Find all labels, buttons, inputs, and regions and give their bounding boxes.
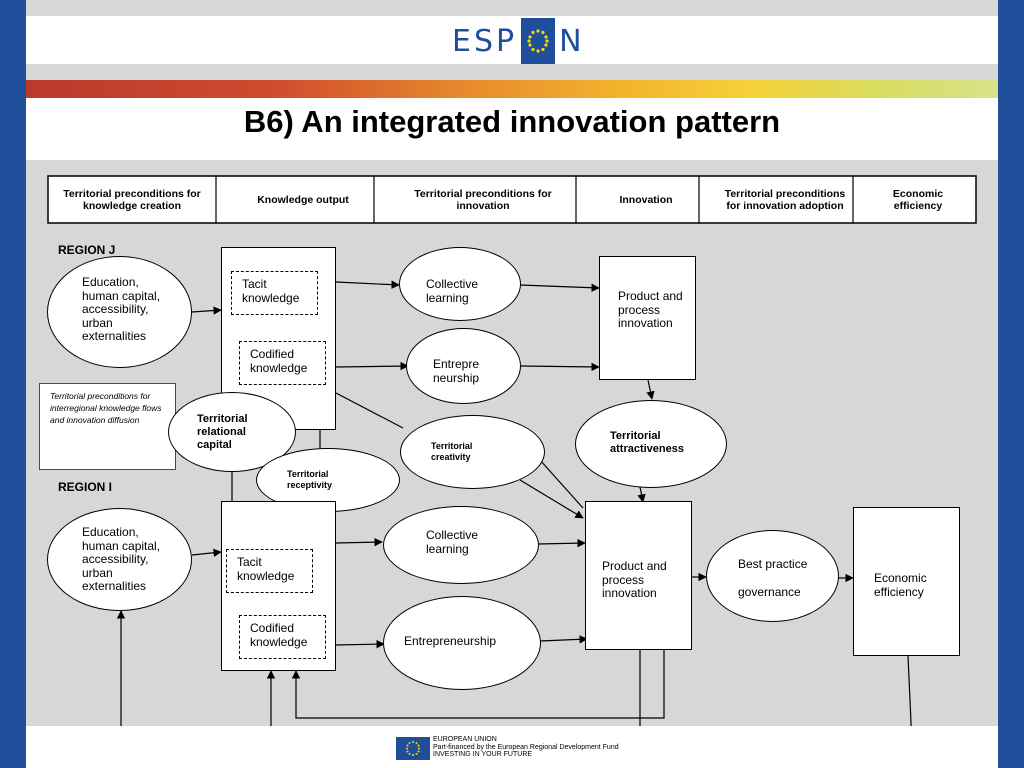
header-col-adoption: Territorial preconditions for innovation… — [724, 187, 846, 212]
region-i-entrepreneurship-node — [383, 596, 541, 690]
region-i-education-text: Education, human capital, accessibility,… — [82, 525, 161, 593]
region-i-tacit-node — [226, 549, 313, 593]
header-col-knowledge-creation: Territorial preconditions for knowledge … — [63, 187, 201, 212]
espon-logo: ESP N — [452, 18, 585, 64]
header-col-innovation-preconditions: Territorial preconditions for innovation — [414, 187, 552, 212]
region-i-label: REGION I — [58, 480, 113, 494]
header-table — [47, 175, 977, 224]
economic-efficiency-node — [853, 507, 960, 656]
region-j-label: REGION J — [58, 243, 116, 257]
interregional-note-box — [39, 383, 176, 470]
region-j-attractiveness-text: Territorial attractiveness — [610, 430, 684, 455]
creativity-text: Territorial creativity — [431, 441, 473, 462]
map-strip — [26, 80, 998, 98]
logo-bar — [26, 16, 998, 64]
region-i-tacit-text: Tacit knowledge — [237, 555, 295, 583]
footer-band — [26, 726, 998, 768]
logo-text-right: N — [559, 23, 585, 59]
region-j-collective-node — [399, 247, 521, 321]
eu-flag-icon — [396, 737, 430, 760]
region-j-attractiveness-node — [575, 400, 727, 488]
eu-line-1: EUROPEAN UNION — [433, 736, 497, 743]
region-j-product-node — [599, 256, 696, 380]
region-j-entrepreneurship-node — [406, 328, 521, 404]
best-practice-text: Best practice — [738, 557, 808, 571]
region-i-product-node — [585, 501, 692, 650]
region-j-education-node — [47, 256, 192, 368]
header-col-knowledge-output: Knowledge output — [257, 193, 349, 206]
header-col-economic: Economic efficiency — [892, 187, 944, 212]
page-title: B6) An integrated innovation pattern — [243, 104, 781, 139]
creativity-node — [400, 415, 545, 489]
right-frame-bar — [998, 0, 1024, 768]
region-j-codified-text: Codified knowledge — [250, 347, 308, 375]
region-j-collective-text: Collective learning — [426, 277, 479, 305]
eu-funding-text: EUROPEAN UNION Part-financed by the Euro… — [433, 736, 619, 759]
best-practice-node — [706, 530, 839, 622]
left-frame-bar — [0, 0, 26, 768]
region-j-codified-node — [239, 341, 326, 385]
header-col-innovation: Innovation — [619, 193, 673, 206]
region-j-product-text: Product and process innovation — [618, 289, 683, 330]
governance-text: governance — [738, 585, 801, 599]
eu-line-3: INVESTING IN YOUR FUTURE — [433, 751, 533, 758]
region-j-education-text: Education, human capital, accessibility,… — [82, 275, 161, 343]
region-i-collective-text: Collective learning — [426, 528, 479, 556]
region-i-entrepreneurship-text: Entrepreneurship — [404, 634, 497, 648]
region-i-codified-text: Codified knowledge — [250, 621, 308, 649]
logo-text-left: ESP — [452, 23, 518, 59]
region-j-entrepreneurship-text: Entrepre neurship — [433, 357, 480, 385]
receptivity-text: Territorial receptivity — [287, 469, 333, 490]
region-i-codified-node — [239, 615, 326, 659]
eu-line-2: Part-financed by the European Regional D… — [433, 743, 619, 751]
interregional-note-text: Territorial preconditions for interregio… — [50, 391, 162, 425]
region-j-tacit-text: Tacit knowledge — [242, 277, 300, 305]
eu-stars-icon — [521, 18, 556, 64]
region-i-product-text: Product and process innovation — [602, 559, 667, 600]
region-i-collective-node — [383, 506, 539, 584]
region-i-education-node — [47, 508, 192, 611]
economic-efficiency-text: Economic efficiency — [874, 571, 927, 599]
region-j-tacit-node — [231, 271, 318, 315]
title-band — [26, 98, 998, 160]
relational-capital-text: Territorial relational capital — [197, 413, 248, 451]
